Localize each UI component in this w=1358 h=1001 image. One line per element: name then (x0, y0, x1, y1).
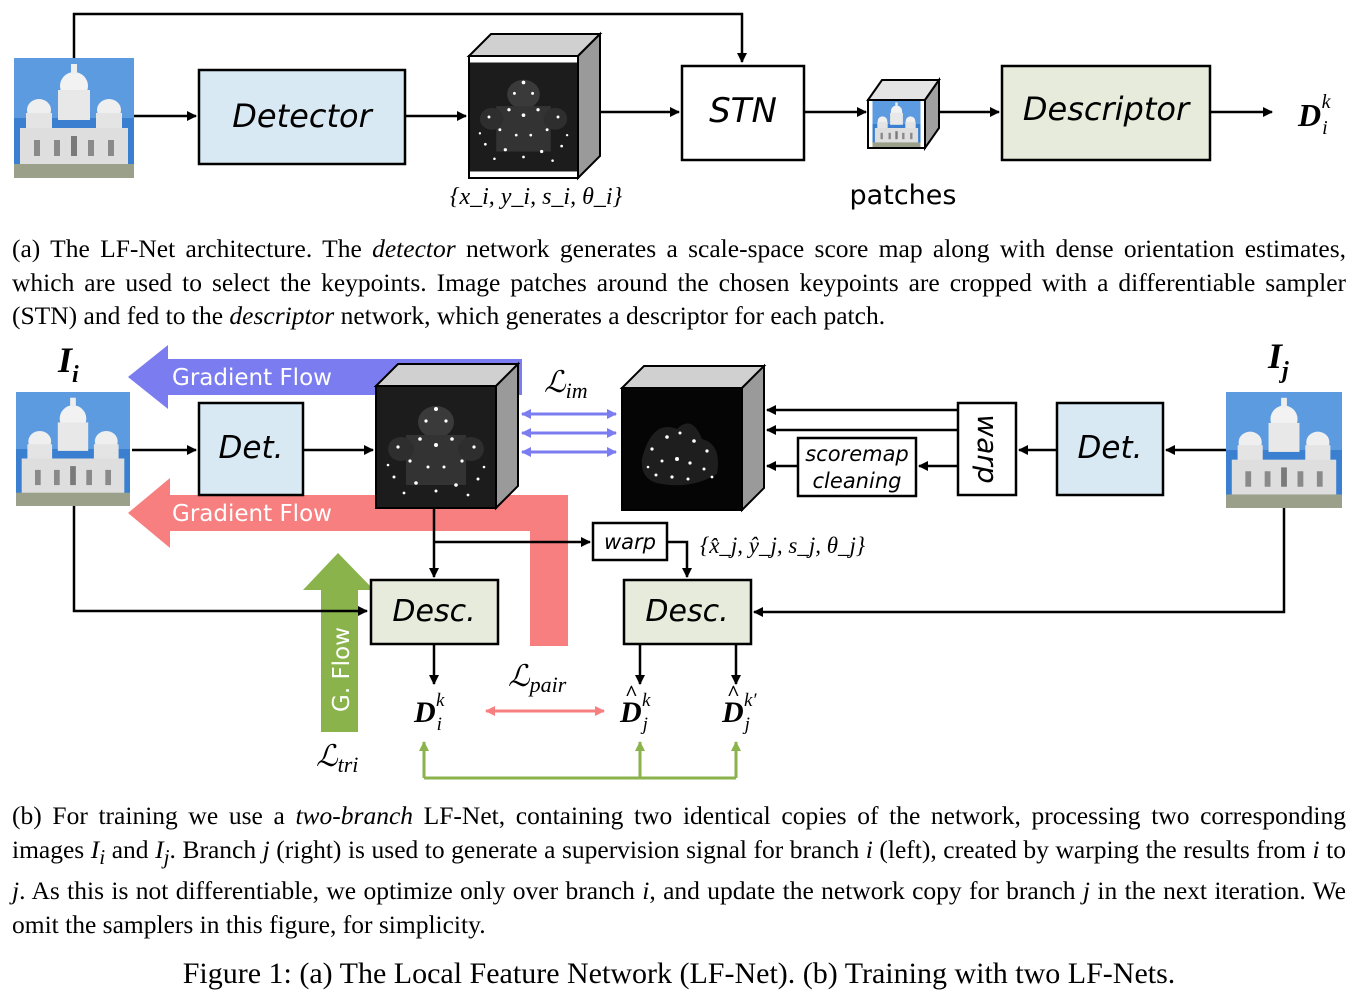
caption-b-math: i (99, 844, 106, 869)
scoremap-cleaning-line1: scoremap (805, 442, 909, 466)
caption-b-math: i (642, 876, 650, 906)
image-i-label: Ii (57, 340, 79, 388)
caption-b-text: (b) For training we use a (12, 801, 296, 830)
output-descriptor-a: Dik (1297, 91, 1332, 139)
caption-a-text-1: (a) The LF-Net architecture. The (12, 234, 373, 263)
detector-label: Detector (232, 97, 373, 135)
caption-b-text: and (105, 834, 156, 864)
caption-b-text: (left), created by warping the results f… (872, 834, 1313, 864)
caption-b-text: (right) is used to generate a supervisio… (269, 834, 866, 864)
caption-b: (b) For training we use a two-branch LF-… (12, 799, 1346, 941)
keypoints-label-j: {x̂_j, ŷ_j, s_j, θ_j} (700, 533, 865, 558)
caption-a-em-descriptor: descriptor (229, 301, 335, 330)
desc-box-right (622, 578, 753, 646)
input-image-a (14, 58, 134, 178)
loss-pair-label: ℒpair (508, 660, 567, 697)
caption-b-text: , and update the network copy for branch (649, 876, 1083, 906)
keypoints-label-a: {x_i, y_i, s_i, θ_i} (450, 184, 623, 210)
det-label-right: Det. (1078, 430, 1143, 466)
descriptor-label: Descriptor (1023, 90, 1191, 128)
descriptor-box (1000, 64, 1212, 162)
caption-a-text-3: network, which generates a descriptor fo… (334, 301, 886, 330)
figure-caption: Figure 1: (a) The Local Feature Network … (182, 957, 1176, 990)
detector-box (197, 68, 407, 166)
desc-label-right: Desc. (645, 594, 728, 629)
loss-im-arrows (521, 409, 617, 457)
caption-b-text: to (1319, 834, 1347, 864)
warp-box-small (591, 521, 669, 562)
skip-arrow-a (72, 12, 747, 63)
patches-cube (866, 76, 941, 152)
caption-b-math: j (12, 876, 20, 906)
warp-label-small: warp (604, 530, 656, 554)
caption-a: (a) The LF-Net architecture. The detecto… (12, 232, 1346, 333)
warp-box-vertical (956, 401, 1018, 497)
hat-dj: ^ (625, 680, 638, 705)
hat-dj-prime: ^ (727, 680, 740, 705)
scoremap-cleaning-box (796, 436, 918, 498)
det-box-left (197, 401, 305, 497)
g-flow-arrow (303, 553, 374, 732)
caption-b-math: I (155, 834, 164, 864)
g-flow-label: G. Flow (329, 627, 355, 712)
desc-label-left: Desc. (392, 594, 475, 629)
patches-label: patches (850, 180, 957, 211)
caption-b-text: . As this is not differentiable, we opti… (19, 876, 643, 906)
det-label-left: Det. (219, 430, 284, 466)
caption-a-text-2: network generates a scale-space score ma… (12, 234, 1346, 330)
scoremap-cube-left (373, 361, 521, 511)
descriptor-di: Dik (413, 690, 445, 735)
part-b-diagram: Ii Ij Gradient Flow Gradient Flow G. Flo… (16, 336, 1342, 780)
caption-b-math: i (1312, 834, 1320, 864)
input-image-i (16, 392, 130, 506)
arrow-warp-to-desc-right (667, 540, 692, 578)
gradient-flow-label-top: Gradient Flow (172, 365, 332, 391)
part-a-diagram: Detector {x_i, y_i, s_i, θ_i} STN patche… (14, 12, 1332, 211)
gradient-flow-arrow-bottom (128, 478, 568, 646)
loss-im-label: ℒim (544, 366, 588, 403)
stn-label: STN (709, 91, 777, 131)
gradient-flow-label-bottom: Gradient Flow (172, 501, 332, 527)
image-j-label: Ij (1267, 336, 1289, 384)
scoremap-cube-right (619, 363, 767, 513)
caption-b-em-two-branch: two-branch (295, 801, 414, 830)
det-box-right (1055, 401, 1165, 497)
arrow-image-i-to-desc (72, 506, 368, 616)
scoremap-cleaning-line2: cleaning (813, 469, 902, 493)
input-image-j (1226, 392, 1342, 508)
warp-label-vertical: warp (971, 414, 1004, 483)
desc-box-left (369, 578, 500, 646)
loss-tri-bracket (419, 741, 741, 780)
loss-tri-label: ℒtri (316, 740, 358, 777)
caption-b-math: I (90, 834, 100, 864)
caption-b-text: LF-Net, containing two identical copies … (12, 801, 1346, 864)
caption-a-em-detector: detector (372, 234, 456, 263)
caption-b-math: j (262, 834, 270, 864)
caption-b-text: in the next iteration. We omit the sampl… (12, 876, 1346, 939)
caption-b-math: j (163, 844, 170, 869)
caption-b-math: i (865, 834, 873, 864)
scoremap-cube-a (466, 31, 603, 181)
caption-b-math: j (1082, 876, 1090, 906)
caption-b-text: . Branch (169, 834, 263, 864)
arrow-image-j-to-desc (753, 508, 1286, 617)
